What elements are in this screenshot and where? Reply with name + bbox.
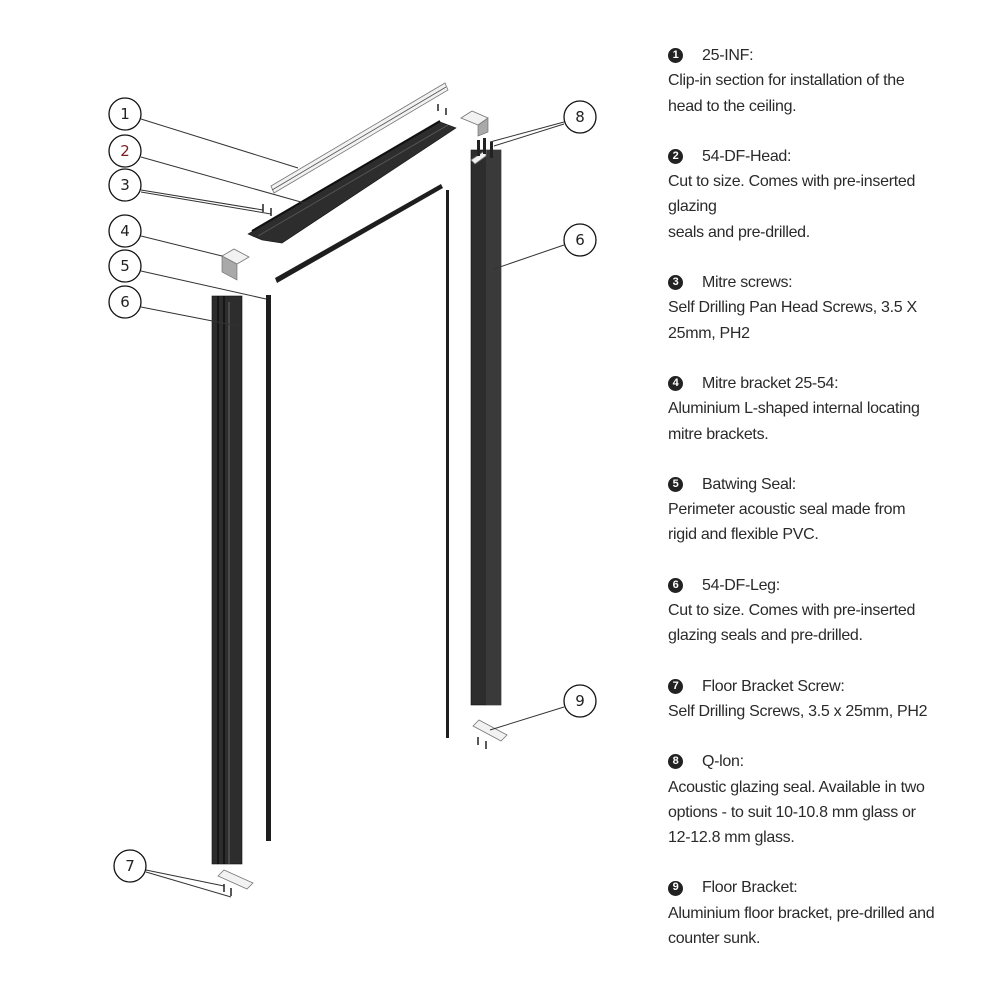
- svg-text:9: 9: [575, 692, 585, 710]
- item-description: Aluminium floor bracket, pre-drilled and…: [668, 904, 935, 948]
- callout-8: 8: [563, 100, 597, 134]
- number-badge-icon: 1: [668, 48, 683, 64]
- mitre-screws: [262, 104, 447, 216]
- legend-item: 1 25-INF: Clip-in section for installation…: [668, 43, 988, 119]
- number-badge-icon: 3: [668, 275, 683, 291]
- parts-legend: 1 25-INF: Clip-in section for installation…: [668, 43, 988, 976]
- number-badge-icon: 4: [668, 376, 683, 392]
- item-description: Cut to size. Comes with pre-inserted gla…: [668, 173, 916, 241]
- number-badge-icon: 7: [668, 678, 683, 694]
- item-title: Q-lon:: [702, 753, 744, 771]
- svg-text:4: 4: [120, 222, 130, 240]
- item-title: Mitre bracket 25-54:: [702, 374, 839, 392]
- legend-item: 8 Q-lon: Acoustic glazing seal. Available …: [668, 749, 988, 850]
- svg-text:6: 6: [575, 231, 585, 249]
- item-title: Batwing Seal:: [702, 475, 796, 493]
- number-badge-icon: 2: [668, 149, 683, 165]
- item-title: 25-INF:: [702, 47, 754, 64]
- item-description: Acoustic glazing seal. Available in two …: [668, 778, 925, 847]
- svg-text:5: 5: [120, 257, 130, 275]
- svg-text:2: 2: [120, 142, 130, 160]
- part-54-df-leg-left: [211, 295, 243, 865]
- number-badge-icon: 9: [668, 880, 683, 896]
- part-54-df-leg-right: [470, 138, 502, 706]
- callout-3: 3: [108, 168, 142, 202]
- callout-2: 2: [108, 134, 142, 168]
- callout-4: 4: [108, 214, 142, 248]
- item-title: Floor Bracket Screw:: [702, 677, 845, 695]
- legend-item: 9 Floor Bracket: Aluminium floor bracket, …: [668, 875, 988, 951]
- leader-lines: [140, 118, 565, 898]
- svg-text:1: 1: [120, 105, 130, 123]
- part-floor-bracket-left: [217, 869, 254, 896]
- number-badge-icon: 5: [668, 477, 683, 492]
- number-badge-icon: 8: [668, 754, 683, 770]
- callout-1: 1: [108, 97, 142, 131]
- legend-item: 3 Mitre screws: Self Drilling Pan Head Scr…: [668, 270, 988, 346]
- number-badge-icon: 6: [668, 577, 683, 593]
- part-batwing-seal-left: [266, 295, 271, 841]
- item-description: Aluminium L-shaped internal locating mit…: [668, 400, 920, 443]
- item-title: Floor Bracket:: [702, 879, 798, 897]
- item-title: 54-DF-Head:: [702, 147, 792, 165]
- item-description: Perimeter acoustic seal made from rigid …: [668, 501, 906, 544]
- svg-text:6: 6: [120, 293, 130, 311]
- legend-item: 5 Batwing Seal: Perimeter acoustic seal ma…: [668, 472, 988, 548]
- svg-text:8: 8: [575, 108, 585, 126]
- part-batwing-seal-right: [446, 190, 449, 738]
- legend-item: 6 54-DF-Leg: Cut to size. Comes with pre-i…: [668, 573, 988, 649]
- part-mitre-bracket: [221, 110, 489, 281]
- item-description: Clip-in section for installation of the …: [668, 72, 905, 115]
- callout-5: 5: [108, 249, 142, 283]
- legend-item: 7 Floor Bracket Screw: Self Drilling Screw…: [668, 674, 988, 725]
- callout-7: 7: [113, 849, 147, 883]
- legend-item: 4 Mitre bracket 25-54: Aluminium L-shaped …: [668, 371, 988, 447]
- legend-item: 2 54-DF-Head: Cut to size. Comes with pre-…: [668, 144, 988, 245]
- callout-6-right: 6: [563, 223, 597, 257]
- svg-text:3: 3: [120, 176, 130, 194]
- svg-text:7: 7: [125, 857, 135, 875]
- part-floor-bracket-right: [472, 719, 508, 749]
- item-description: Self Drilling Pan Head Screws, 3.5 X 25m…: [668, 299, 917, 342]
- item-description: Self Drilling Screws, 3.5 x 25mm, PH2: [668, 702, 928, 720]
- callout-6-left: 6: [108, 285, 142, 319]
- callout-9: 9: [563, 684, 597, 718]
- part-batwing-seal-head: [275, 184, 443, 283]
- item-description: Cut to size. Comes with pre-inserted gla…: [668, 602, 916, 645]
- item-title: Mitre screws:: [702, 274, 793, 292]
- item-title: 54-DF-Leg:: [702, 576, 780, 594]
